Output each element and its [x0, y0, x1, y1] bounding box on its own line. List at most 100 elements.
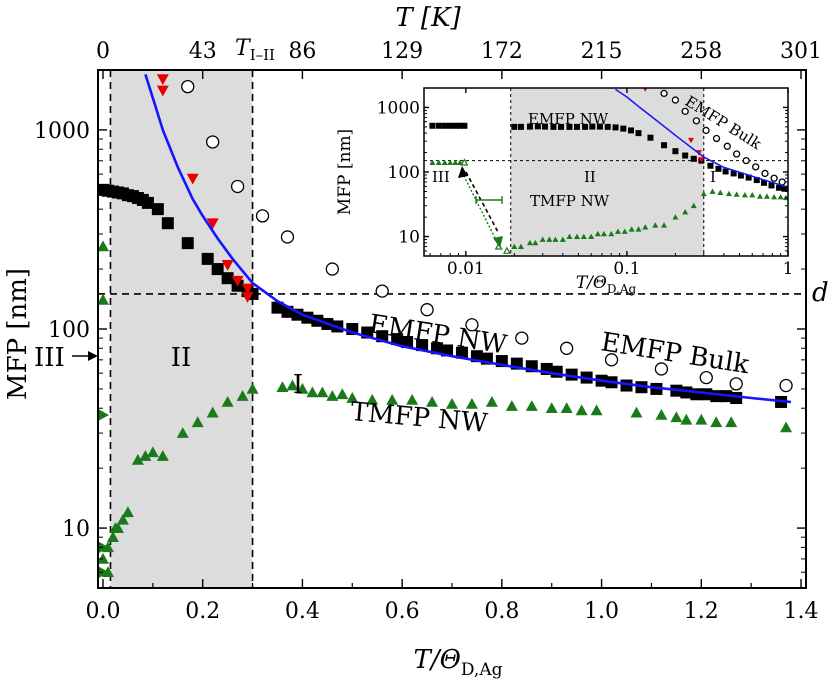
rta-point	[221, 260, 234, 271]
x-tick-label: 0.2	[185, 599, 220, 624]
region-label-III: III	[34, 343, 65, 373]
emfp_bulk-point	[681, 107, 689, 115]
rta-point	[698, 157, 705, 163]
tmfp_nw-point	[326, 390, 339, 401]
tmfp_nw-point	[590, 404, 603, 416]
emfp_bulk-point	[729, 377, 743, 391]
label-tmfp-nw: TMFP NW	[349, 397, 489, 439]
tmfp_nw-point	[336, 388, 349, 400]
emfp_nw-point	[181, 237, 194, 250]
tmfp_nw-point	[661, 222, 668, 228]
emfp_nw-point	[596, 123, 603, 130]
emfp_bulk-point	[752, 163, 760, 171]
tmfp_nw-point	[630, 406, 643, 418]
x-tick-label: 0.0	[85, 599, 120, 624]
rta-point	[206, 218, 219, 230]
tmfp_nw-point	[628, 226, 635, 232]
tmfp_nw-point	[221, 395, 234, 407]
emfp_bulk-point	[515, 331, 529, 345]
rta-point	[241, 283, 254, 295]
emfp_nw-point	[416, 339, 429, 352]
emfp_nw-point	[761, 179, 768, 186]
emfp_nw-point	[541, 123, 548, 130]
emfp_bulk-point	[712, 134, 721, 143]
tmfp_nw-point	[191, 416, 204, 428]
tmfp_nw-point	[552, 236, 559, 242]
emfp_bulk-point	[660, 89, 668, 98]
emfp_nw-point	[456, 122, 463, 129]
top-axis-label: T [K]	[395, 3, 461, 33]
tmfp_nw-point	[680, 413, 693, 425]
tmfp_nw-point	[206, 406, 219, 418]
rta-point	[643, 88, 648, 92]
inset-label-tmfp-nw: TMFP NW	[530, 192, 610, 210]
rta-point	[156, 74, 169, 86]
emfp_nw-point	[221, 272, 234, 285]
x2-tick-label: 43	[189, 39, 217, 64]
tmfp_nw-point	[452, 159, 459, 165]
emfp_bulk-point	[181, 79, 195, 94]
emfp_bulk-point	[230, 179, 245, 194]
tmfp_nw-point	[741, 192, 748, 198]
tmfp_nw-point	[574, 233, 581, 239]
y-tick-label: 100	[48, 318, 90, 343]
inset-arrows	[458, 166, 503, 248]
emfp_nw-point	[550, 365, 563, 378]
tmfp_nw-point	[725, 190, 732, 197]
emfp_nw-point	[635, 130, 642, 137]
y-axis-label: MFP [nm]	[3, 268, 33, 400]
emfp_nw-point	[690, 155, 697, 162]
tmfp_nw-point	[156, 450, 169, 461]
emfp_nw-point	[682, 152, 689, 159]
tmfp_nw-point	[600, 230, 607, 237]
emfp_bulk-point	[770, 174, 778, 182]
emfp_bulk-point	[733, 150, 741, 158]
emfp_nw-point	[511, 123, 518, 130]
tmfp_nw-point	[614, 228, 621, 234]
tmfp_nw-point	[435, 159, 442, 165]
x2-tick-label: 129	[381, 39, 423, 64]
tmfp_nw-point	[131, 453, 144, 465]
tmfp_nw-point	[426, 395, 439, 407]
emfp_nw-point	[647, 134, 654, 141]
x2-tick-label: 0	[96, 39, 110, 64]
tmfp_nw_arrows-point	[98, 408, 109, 421]
tmfp_nw-point	[429, 159, 436, 165]
emfp_nw-point	[661, 142, 668, 149]
emfp_nw-point	[447, 122, 454, 129]
tmfp_nw-point	[777, 194, 784, 200]
tmfp_nw_arrows-point	[98, 541, 109, 554]
emfp_nw-point	[429, 122, 436, 129]
tmfp_nw-point	[710, 416, 723, 428]
emfp_nw-point	[566, 123, 573, 130]
tmfp_nw-point	[98, 240, 109, 252]
emfp_bulk-point	[742, 156, 750, 165]
rta-point	[688, 137, 695, 144]
emfp_nw-point	[441, 122, 448, 129]
emfp_bulk-point	[702, 126, 710, 135]
tmfp_nw-point	[546, 236, 553, 242]
tmfp_nw-point	[695, 413, 708, 425]
x2-tick-label: 258	[680, 39, 722, 64]
inset-label-emfp-nw: EMFP NW	[528, 110, 609, 128]
emfp_bulk-point	[560, 341, 574, 355]
emfp_bulk-point	[255, 209, 270, 223]
emfp_nw-point	[722, 168, 729, 175]
emfp_nw-point	[558, 123, 565, 130]
emfp_bulk-point	[206, 135, 220, 149]
emfp_bulk-point	[699, 370, 713, 385]
rta-point	[241, 292, 254, 303]
emfp_nw-point	[781, 185, 788, 192]
emfp_bulk-point	[779, 378, 793, 393]
tmfp_nw-point	[690, 202, 697, 209]
x-tick-label: 0.1	[613, 259, 640, 279]
tmfp_nw-point	[635, 226, 642, 232]
emfp_nw-point	[627, 127, 634, 134]
emfp_nw-point	[534, 123, 541, 130]
emfp_nw-point	[612, 124, 619, 131]
emfp_nw-point	[401, 336, 414, 349]
tmfp_nw-point	[98, 293, 109, 305]
tmfp_nw-point	[642, 224, 649, 230]
tmfp_nw-point	[763, 193, 770, 199]
tmfp_nw-point	[505, 400, 518, 411]
